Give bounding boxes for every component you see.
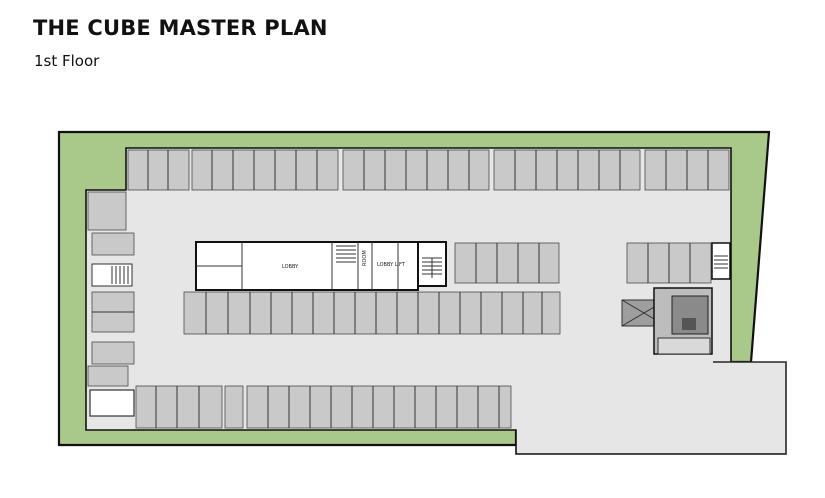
stair-core-right [711,242,731,280]
plan-title: THE CUBE MASTER PLAN [33,16,328,40]
site-boundary-line [713,361,787,454]
left-parking-column [87,191,135,417]
middle-parking-block [454,242,560,284]
central-parking-row [183,291,561,335]
bottom-parking-row [135,385,512,429]
lobby-building: LOBBY LOBBY LIFT ROOM [195,241,419,291]
floor-subtitle: 1st Floor [34,52,100,70]
service-core [653,287,713,355]
stair-core-center [417,241,447,287]
right-parking-block [626,242,712,284]
lobby-lift-label: LOBBY LIFT [377,262,406,268]
lobby-label: LOBBY [282,264,299,270]
small-room-label: ROOM [362,250,368,266]
top-parking-row [127,149,730,191]
